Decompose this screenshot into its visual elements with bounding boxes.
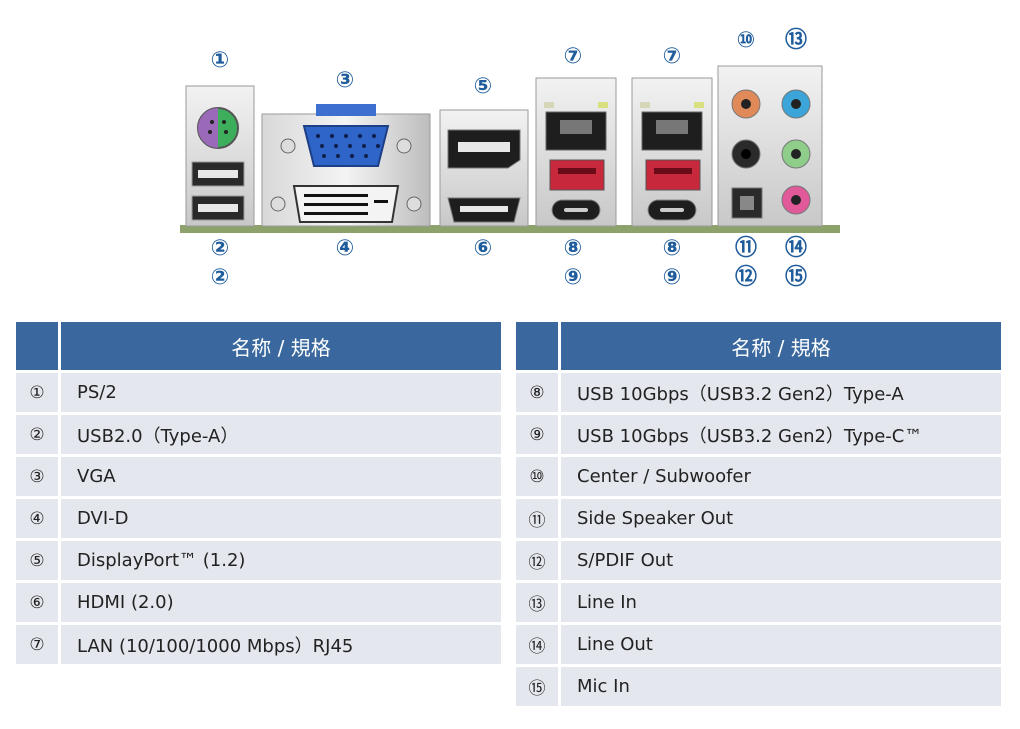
table-row: ⑤ DisplayPort™ (1.2) (16, 538, 501, 580)
row-index: ① (16, 370, 61, 412)
table-row: ⑫ S/PDIF Out (516, 538, 1001, 580)
row-name: Line Out (561, 622, 1001, 664)
callout-14: ⑭ (784, 236, 808, 261)
callout-11: ⑪ (734, 236, 758, 261)
row-name: USB 10Gbps（USB3.2 Gen2）Type-A (561, 370, 1001, 412)
table-row: ⑩ Center / Subwoofer (516, 454, 1001, 496)
dp-hdmi-block (439, 109, 529, 227)
row-name: Side Speaker Out (561, 496, 1001, 538)
row-name: LAN (10/100/1000 Mbps）RJ45 (61, 622, 501, 664)
table-header: 名称 / 規格 (561, 322, 1001, 370)
row-index: ⑬ (516, 580, 561, 622)
row-index: ⑨ (516, 412, 561, 454)
row-name: Mic In (561, 664, 1001, 706)
row-index: ⑧ (516, 370, 561, 412)
table-row: ⑨ USB 10Gbps（USB3.2 Gen2）Type-C™ (516, 412, 1001, 454)
header-index-cell (16, 322, 61, 370)
row-name: USB2.0（Type-A） (61, 412, 501, 454)
row-name: Center / Subwoofer (561, 454, 1001, 496)
row-index: ⑪ (516, 496, 561, 538)
callout-2: ② (210, 236, 230, 261)
callout-1: ① (210, 48, 230, 73)
header-index-cell (516, 322, 561, 370)
row-index: ⑥ (16, 580, 61, 622)
usb3-port (549, 159, 605, 191)
vga-port (302, 125, 390, 167)
row-index: ⑭ (516, 622, 561, 664)
pcb-strip (180, 225, 840, 233)
callout-15: ⑮ (784, 265, 808, 290)
audio-stack (717, 65, 823, 227)
row-index: ⑫ (516, 538, 561, 580)
row-index: ⑩ (516, 454, 561, 496)
row-index: ⑦ (16, 622, 61, 664)
callout-9: ⑨ (563, 265, 583, 290)
table-row: ④ DVI-D (16, 496, 501, 538)
row-name: S/PDIF Out (561, 538, 1001, 580)
io-panel-illustration: ① ② ② ③ ④ ⑤ ⑥ ⑦ ⑦ ⑧ ⑧ ⑨ ⑨ ⑩ ⑪ ⑫ ⑬ ⑭ ⑮ (0, 0, 1020, 300)
row-index: ⑮ (516, 664, 561, 706)
table-row: ⑥ HDMI (2.0) (16, 580, 501, 622)
table-row: ⑬ Line In (516, 580, 1001, 622)
callout-5: ⑤ (473, 74, 493, 99)
spdif-port (731, 187, 763, 219)
vga-dvi-block (261, 104, 431, 227)
callout-6: ⑥ (473, 236, 493, 261)
table-row: ⑮ Mic In (516, 664, 1001, 706)
row-index: ⑤ (16, 538, 61, 580)
row-index: ④ (16, 496, 61, 538)
row-name: DVI-D (61, 496, 501, 538)
table-row: ⑧ USB 10Gbps（USB3.2 Gen2）Type-A (516, 370, 1001, 412)
callout-12: ⑫ (734, 265, 758, 290)
row-name: USB 10Gbps（USB3.2 Gen2）Type-C™ (561, 412, 1001, 454)
callout-8: ⑧ (662, 236, 682, 261)
ps2-usb2-stack (185, 85, 255, 227)
table-row: ⑪ Side Speaker Out (516, 496, 1001, 538)
lan-usb-stack-1 (535, 77, 617, 227)
callout-7: ⑦ (563, 44, 583, 69)
row-name: Line In (561, 580, 1001, 622)
callout-9: ⑨ (662, 265, 682, 290)
row-name: PS/2 (61, 370, 501, 412)
table-row: ③ VGA (16, 454, 501, 496)
usb3-port (645, 159, 701, 191)
table-header: 名称 / 規格 (61, 322, 501, 370)
callout-7: ⑦ (662, 44, 682, 69)
callout-4: ④ (335, 236, 355, 261)
table-row: ① PS/2 (16, 370, 501, 412)
table-row: ⑦ LAN (10/100/1000 Mbps）RJ45 (16, 622, 501, 664)
row-name: HDMI (2.0) (61, 580, 501, 622)
callout-3: ③ (335, 68, 355, 93)
callout-2: ② (210, 265, 230, 290)
row-index: ② (16, 412, 61, 454)
port-table-left: 名称 / 規格 ① PS/2 ② USB2.0（Type-A） ③ VGA ④ … (16, 322, 501, 664)
row-name: DisplayPort™ (1.2) (61, 538, 501, 580)
callout-8: ⑧ (563, 236, 583, 261)
callout-10: ⑩ (736, 28, 756, 53)
table-row: ⑭ Line Out (516, 622, 1001, 664)
io-panel-drawing (180, 65, 840, 233)
row-name: VGA (61, 454, 501, 496)
table-row: ② USB2.0（Type-A） (16, 412, 501, 454)
callout-13: ⑬ (784, 28, 808, 53)
lan-usb-stack-2 (631, 77, 713, 227)
port-table-right: 名称 / 規格 ⑧ USB 10Gbps（USB3.2 Gen2）Type-A … (516, 322, 1001, 706)
row-index: ③ (16, 454, 61, 496)
